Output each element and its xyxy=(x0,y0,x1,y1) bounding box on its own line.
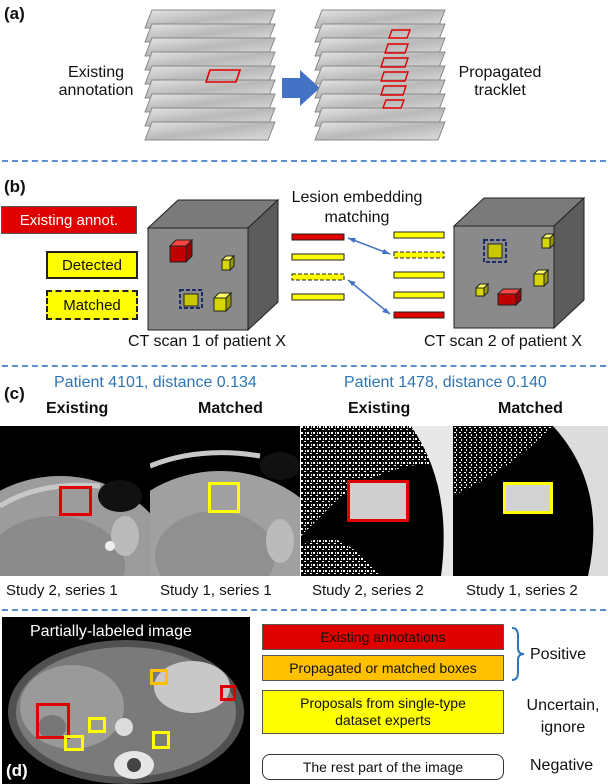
ct-image-existing-2 xyxy=(301,426,453,576)
panel-a-slice-stacks xyxy=(144,9,446,141)
separator-2 xyxy=(2,365,606,367)
ct-image-matched-2 xyxy=(453,426,608,576)
existing-box-1 xyxy=(59,486,92,516)
legend-existing-annotations: Existing annotations xyxy=(262,624,504,650)
legend-matched: Matched xyxy=(46,290,138,320)
col-matched-2: Matched xyxy=(498,400,563,417)
detected-lesion-3 xyxy=(540,232,556,250)
legend-detected: Detected xyxy=(46,251,138,279)
partially-labeled-title: Partially-labeled image xyxy=(30,623,192,640)
caption-1: Study 2, series 1 xyxy=(6,582,118,599)
caption-3: Study 2, series 2 xyxy=(312,582,424,599)
detected-lesion-4 xyxy=(532,268,550,288)
separator-1 xyxy=(2,160,606,162)
legend-proposals: Proposals from single-type dataset exper… xyxy=(262,690,504,734)
propagated-text: Propagated xyxy=(458,64,542,81)
existing-box-d1 xyxy=(36,703,70,739)
ct-image-existing-1 xyxy=(0,426,150,576)
proposals-line-1: Proposals from single-type xyxy=(300,695,466,711)
detected-lesion-5 xyxy=(474,282,490,298)
positive-brace xyxy=(511,627,525,681)
embedding-matching-bars xyxy=(291,231,445,319)
matched-lesion xyxy=(179,289,203,309)
detected-lesion-2 xyxy=(212,291,233,313)
legend-propagated-boxes: Propagated or matched boxes xyxy=(262,655,504,681)
existing-lesion xyxy=(168,238,194,264)
panel-a-label: (a) xyxy=(4,4,25,23)
panel-c-label: (c) xyxy=(4,384,25,403)
panel-b-label: (b) xyxy=(4,177,26,196)
tracklet-text: tracklet xyxy=(474,82,526,99)
patient-4101-label: Patient 4101, distance 0.134 xyxy=(54,374,257,391)
caption-2: Study 1, series 1 xyxy=(160,582,272,599)
right-slice-stack xyxy=(314,9,446,141)
legend-existing: Existing annot. xyxy=(1,206,137,234)
uncertain-line-2: ignore xyxy=(540,719,586,736)
ct-image-matched-1 xyxy=(150,426,300,576)
matched-box-2 xyxy=(503,482,553,514)
patient-1478-label: Patient 1478, distance 0.140 xyxy=(344,374,547,391)
proposal-box-d3 xyxy=(152,731,170,749)
col-existing-1: Existing xyxy=(46,400,109,417)
existing-lesion-2 xyxy=(496,287,523,307)
proposal-box-d1 xyxy=(64,735,84,751)
ct-scan-1-label: CT scan 1 of patient X xyxy=(128,333,287,350)
col-matched-1: Matched xyxy=(198,400,263,417)
negative-label: Negative xyxy=(530,757,594,774)
matched-box-1 xyxy=(208,482,240,513)
uncertain-line-1: Uncertain, xyxy=(526,697,600,714)
annotation-text: annotation xyxy=(58,82,134,99)
existing-box-d2 xyxy=(220,685,236,701)
ct-scan-2-cube xyxy=(452,196,586,330)
lesion-embedding-title: Lesion embedding matching xyxy=(282,188,432,228)
proposal-box-d2 xyxy=(88,717,106,733)
detected-lesion-1 xyxy=(220,254,236,272)
ct-scan-2-label: CT scan 2 of patient X xyxy=(424,333,583,350)
partially-labeled-ct-image: Partially-labeled image (d) xyxy=(2,617,250,784)
propagated-box-d1 xyxy=(150,669,168,685)
matched-lesion-2 xyxy=(483,239,507,263)
existing-text: Existing xyxy=(67,64,125,81)
propagated-tracklet-text: Propagated tracklet xyxy=(448,64,552,100)
col-existing-2: Existing xyxy=(348,400,411,417)
uncertain-label: Uncertain, ignore xyxy=(520,695,606,739)
positive-label: Positive xyxy=(530,646,587,663)
legend-rest-of-image: The rest part of the image xyxy=(262,754,504,780)
ct-scan-1-cube xyxy=(146,198,280,332)
title-line-2: matching xyxy=(324,209,390,226)
separator-3 xyxy=(2,609,606,611)
left-slice-stack xyxy=(144,9,276,141)
proposals-line-2: dataset experts xyxy=(335,712,431,728)
existing-annotation-text: Existing annotation xyxy=(56,64,136,100)
title-line-1: Lesion embedding xyxy=(291,189,423,206)
caption-4: Study 1, series 2 xyxy=(466,582,578,599)
propagation-arrow xyxy=(282,70,320,106)
existing-box-2 xyxy=(347,480,409,522)
panel-d-label: (d) xyxy=(6,761,28,780)
